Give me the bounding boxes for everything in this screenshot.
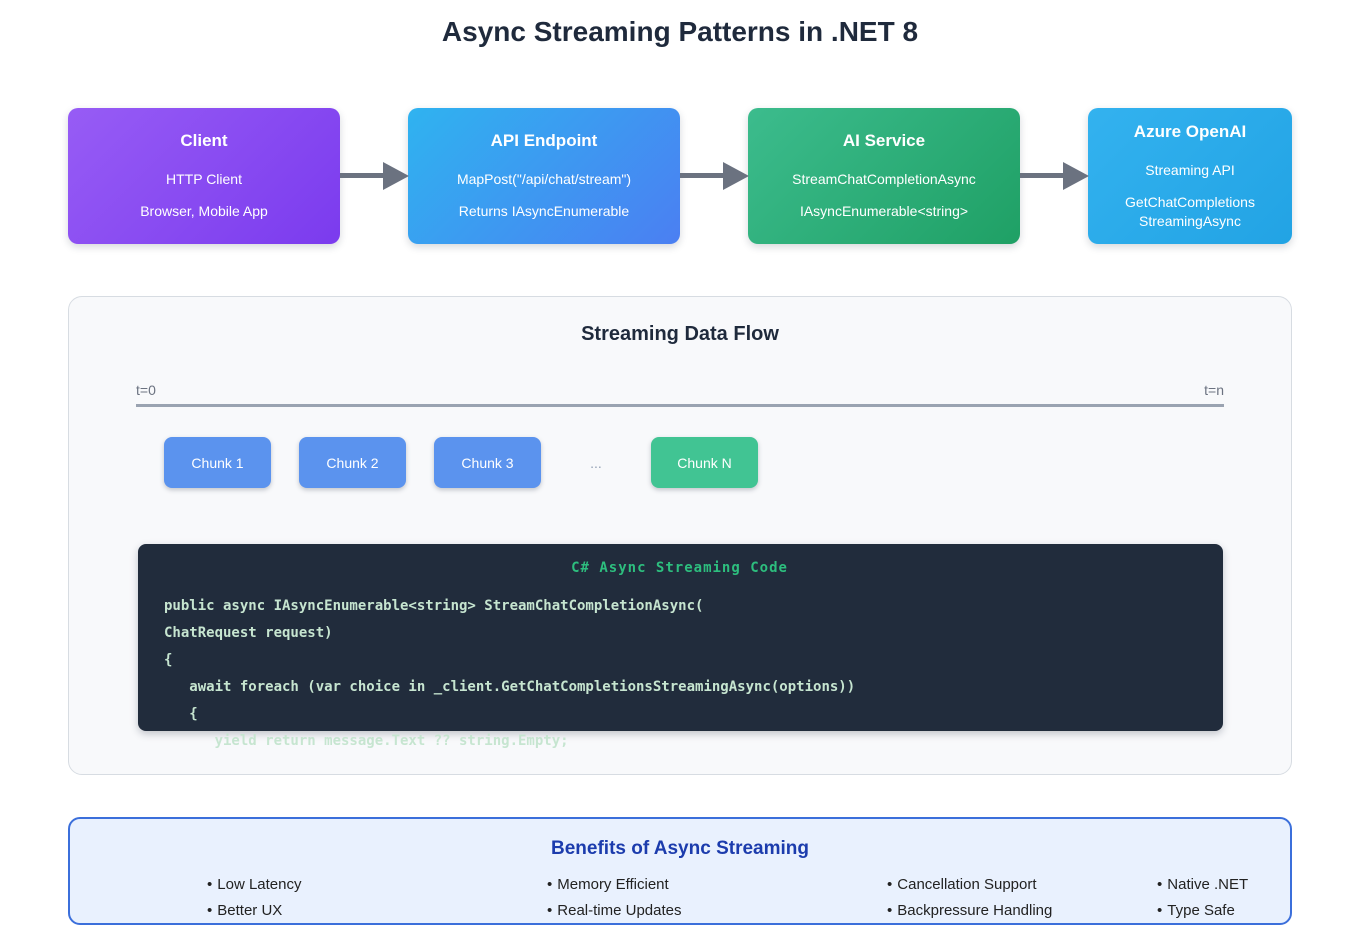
chunk-ellipsis: ... <box>590 454 602 471</box>
timeline-axis-line <box>136 404 1224 407</box>
bullet-icon: • <box>1157 902 1163 919</box>
bullet-icon: • <box>547 876 553 893</box>
benefits-column: •Native .NET •Type Safe <box>1157 872 1290 924</box>
benefit-item: •Cancellation Support <box>887 876 1037 893</box>
flow-panel-heading: Streaming Data Flow <box>581 323 779 345</box>
benefits-heading: Benefits of Async Streaming <box>551 838 809 859</box>
bullet-icon: • <box>547 902 553 919</box>
node-title: API Endpoint <box>490 131 598 150</box>
node-title: AI Service <box>842 131 926 150</box>
bullet-icon: • <box>1157 876 1163 893</box>
benefit-item: •Better UX <box>207 902 283 919</box>
node-subtitle: Returns IAsyncEnumerable <box>458 203 630 219</box>
node-title: Client <box>180 131 228 150</box>
pipeline-node-api-endpoint: API Endpoint MapPost("/api/chat/stream")… <box>408 108 680 244</box>
benefit-item: •Native .NET <box>1157 876 1249 893</box>
benefit-item: •Real-time Updates <box>547 902 682 919</box>
code-line: ChatRequest request) <box>164 625 333 641</box>
pipeline-node-azure-openai: Azure OpenAI Streaming API GetChatComple… <box>1088 108 1292 244</box>
pipeline-node-ai-service: AI Service StreamChatCompletionAsync IAs… <box>748 108 1020 244</box>
benefits-column: •Low Latency •Better UX <box>207 872 547 924</box>
code-line: await foreach (var choice in _client.Get… <box>164 679 856 695</box>
bullet-icon: • <box>207 876 213 893</box>
pipeline-node-client: Client HTTP Client Browser, Mobile App <box>68 108 340 244</box>
bullet-icon: • <box>207 902 213 919</box>
node-subtitle: IAsyncEnumerable<string> <box>799 203 969 219</box>
code-line: public async IAsyncEnumerable<string> St… <box>164 598 704 614</box>
benefit-item: •Type Safe <box>1157 902 1235 919</box>
node-subtitle: Streaming API <box>1145 161 1235 178</box>
node-subtitle: StreamChatCompletionAsync <box>792 171 976 187</box>
code-block: C# Async Streaming Code public async IAs… <box>138 544 1223 749</box>
benefits-grid: •Low Latency •Better UX •Memory Efficien… <box>70 872 1290 924</box>
streaming-data-flow-panel: Streaming Data Flow t=0 t=n Chunk 1 Chun… <box>68 296 1292 775</box>
pipeline-row: Client HTTP Client Browser, Mobile App A… <box>68 108 1292 244</box>
benefit-item: •Low Latency <box>207 876 302 893</box>
chunk-box: Chunk 2 <box>299 437 406 488</box>
arrow-right-icon <box>1020 162 1089 190</box>
node-subtitle: Browser, Mobile App <box>140 203 268 219</box>
bullet-icon: • <box>887 876 893 893</box>
node-title: Azure OpenAI <box>1133 121 1247 141</box>
benefits-column: •Cancellation Support •Backpressure Hand… <box>887 872 1157 924</box>
code-block-header: C# Async Streaming Code <box>571 560 788 576</box>
chunk-row: Chunk 1 Chunk 2 Chunk 3 ... Chunk N <box>164 437 1291 488</box>
node-subtitle: GetChatCompletions StreamingAsync <box>1125 193 1255 229</box>
code-line: { <box>164 706 198 722</box>
timeline: t=0 t=n <box>136 382 1224 407</box>
bullet-icon: • <box>887 902 893 919</box>
code-line-overflow: yield return message.Text ?? string.Empt… <box>164 733 569 749</box>
benefits-panel: Benefits of Async Streaming •Low Latency… <box>68 817 1292 925</box>
arrow-right-icon <box>340 162 409 190</box>
chunk-box: Chunk 1 <box>164 437 271 488</box>
node-subtitle: MapPost("/api/chat/stream") <box>456 171 632 187</box>
arrow-right-icon <box>680 162 749 190</box>
benefits-column: •Memory Efficient •Real-time Updates <box>547 872 887 924</box>
page-title: Async Streaming Patterns in .NET 8 <box>441 16 919 47</box>
benefit-item: •Backpressure Handling <box>887 902 1053 919</box>
node-subtitle: HTTP Client <box>166 171 242 187</box>
code-line: { <box>164 652 173 668</box>
timeline-end-label: t=n <box>1204 382 1224 398</box>
chunk-box: Chunk 3 <box>434 437 541 488</box>
chunk-box-final: Chunk N <box>651 437 758 488</box>
benefit-item: •Memory Efficient <box>547 876 669 893</box>
timeline-start-label: t=0 <box>136 382 156 398</box>
